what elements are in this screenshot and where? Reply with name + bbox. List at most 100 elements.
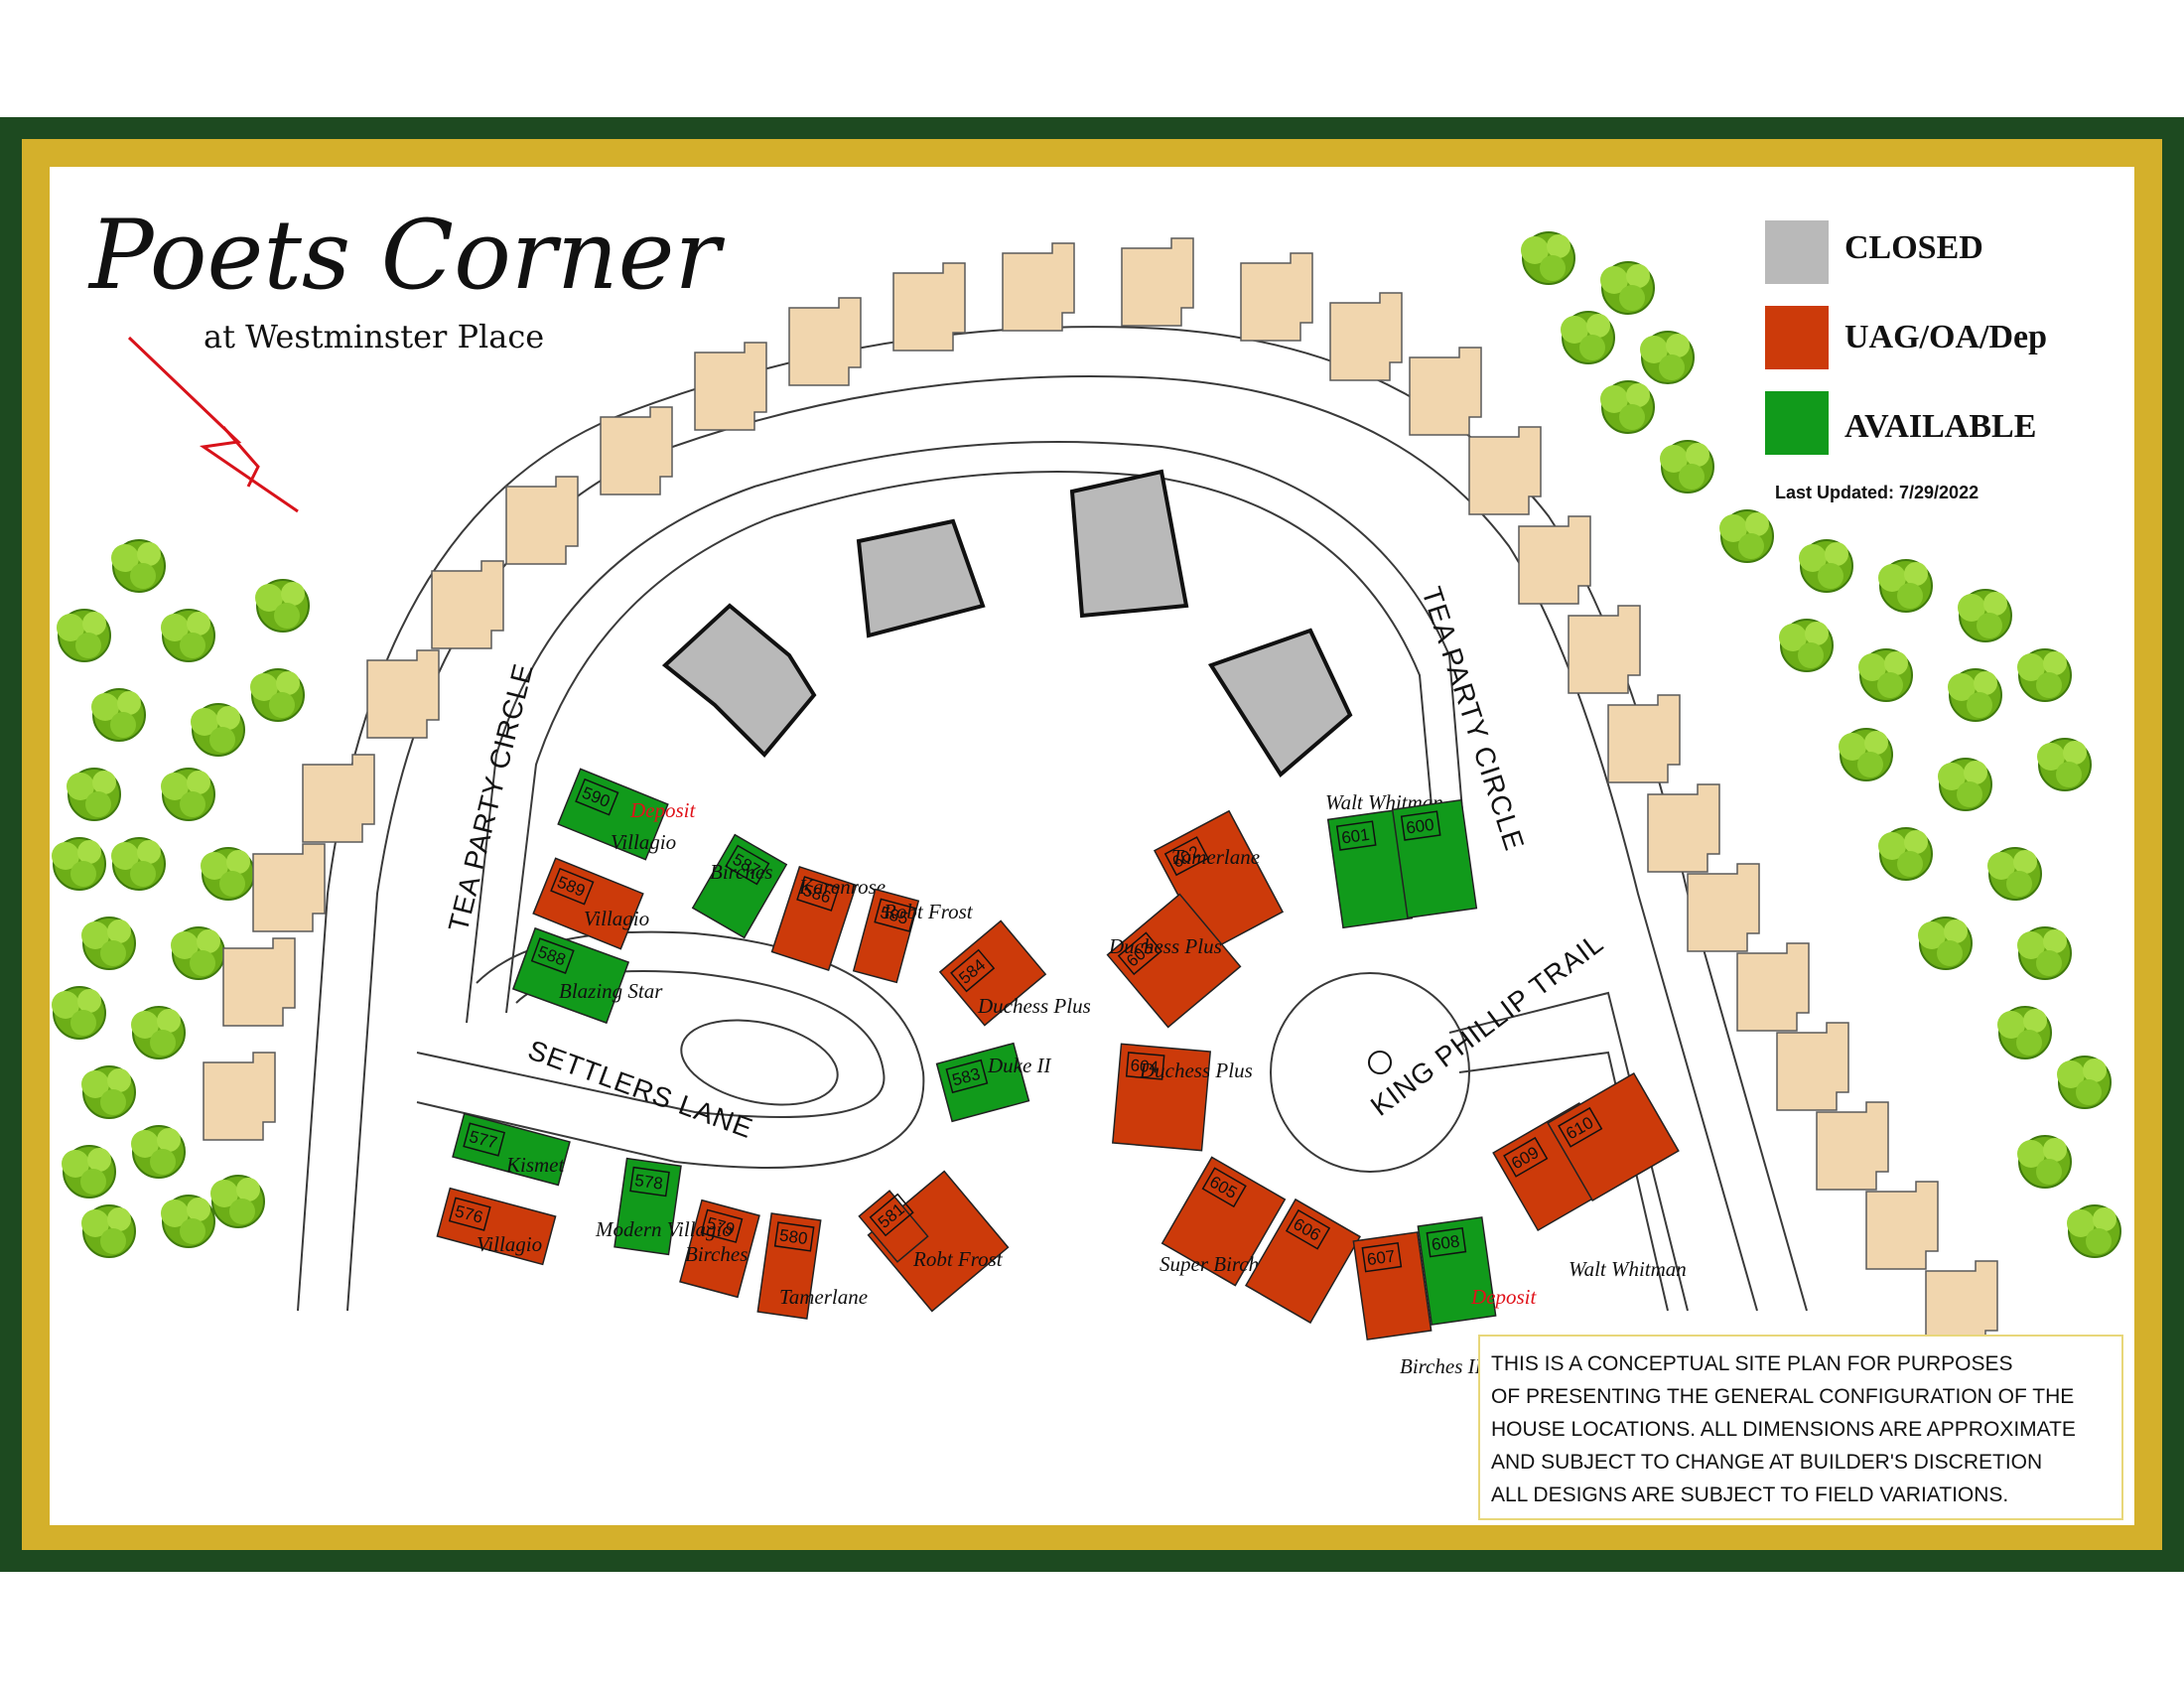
lot-number-box xyxy=(1426,1226,1467,1258)
lot-model-label: Duchess Plus xyxy=(1108,934,1222,958)
lot-number-box xyxy=(463,1122,506,1157)
legend: CLOSED UAG/OA/Dep AVAILABLE Last Updated… xyxy=(1765,220,2047,502)
legend-label-closed: CLOSED xyxy=(1844,229,1983,266)
lot-shape[interactable] xyxy=(1352,1231,1433,1340)
map-canvas xyxy=(50,167,2134,1525)
lot-shape[interactable] xyxy=(532,857,644,950)
lot-number: 578 xyxy=(633,1171,664,1194)
lot-shape[interactable] xyxy=(511,926,630,1025)
lot-number-box xyxy=(530,937,575,974)
lot-602[interactable]: 602 xyxy=(1153,809,1285,953)
lot-600[interactable]: 600 xyxy=(1391,798,1478,919)
lot-shape[interactable] xyxy=(858,1190,929,1263)
lot-model-label: Kismet xyxy=(505,1153,566,1177)
lot-shape[interactable] xyxy=(1160,1156,1287,1287)
lot-578[interactable]: 578 xyxy=(614,1157,682,1256)
lot-shape[interactable] xyxy=(1106,893,1242,1029)
lot-608[interactable]: 608 xyxy=(1417,1216,1497,1326)
lot-586[interactable]: 586 xyxy=(770,865,858,972)
lot-584[interactable]: 584 xyxy=(938,919,1047,1027)
closed-homes xyxy=(661,469,1353,778)
lot-number-box xyxy=(448,1197,491,1231)
lot-number-box xyxy=(1558,1106,1603,1148)
lot-shape[interactable] xyxy=(1547,1072,1680,1201)
lot-model-label: Karenrose xyxy=(798,875,886,899)
lot-number: 580 xyxy=(778,1225,809,1248)
lot-number-box xyxy=(796,876,840,912)
lot-shape[interactable] xyxy=(852,888,920,984)
deposit-label-590: Deposit xyxy=(629,798,696,822)
lot-shape[interactable] xyxy=(436,1187,557,1266)
cul-de-sac-marker xyxy=(1368,1051,1392,1074)
lot-shape[interactable] xyxy=(557,768,669,861)
north-arrow-icon xyxy=(127,336,299,513)
lot-number-box xyxy=(945,1058,989,1094)
lot-number-box xyxy=(725,844,770,886)
lot-607[interactable]: 607 xyxy=(1352,1231,1433,1340)
lot-580[interactable]: 580 xyxy=(756,1212,822,1320)
lot-model-label: Duchess Plus xyxy=(1139,1058,1253,1082)
lot-606[interactable]: 606 xyxy=(1244,1198,1362,1325)
lot-604[interactable]: 604 xyxy=(1112,1043,1211,1152)
lot-577[interactable]: 577 xyxy=(452,1112,571,1187)
disclaimer-line-3: HOUSE LOCATIONS. ALL DIMENSIONS ARE APPR… xyxy=(1491,1418,2076,1441)
disclaimer-line-1: THIS IS A CONCEPTUAL SITE PLAN FOR PURPO… xyxy=(1491,1352,2013,1375)
legend-swatch-closed xyxy=(1765,220,1829,284)
lot-number-box xyxy=(700,1208,744,1243)
lot-model-label: Birches II xyxy=(1400,1354,1483,1378)
lot-number-box xyxy=(1163,836,1209,877)
lot-model-label: Tamerlane xyxy=(1171,845,1260,869)
lot-shape[interactable] xyxy=(1244,1198,1362,1325)
lot-610[interactable]: 610 xyxy=(1547,1072,1680,1201)
lot-number-box xyxy=(629,1166,670,1198)
legend-label-uag: UAG/OA/Dep xyxy=(1844,319,2047,355)
lot-590[interactable]: 590 xyxy=(557,768,669,861)
lot-model-label: Villagio xyxy=(584,907,649,930)
lot-579[interactable]: 579 xyxy=(679,1199,760,1299)
lot-576[interactable]: 576 xyxy=(436,1187,557,1266)
lot-585[interactable]: 585 xyxy=(852,888,920,984)
disclaimer-line-5: ALL DESIGNS ARE SUBJECT TO FIELD VARIATI… xyxy=(1491,1483,2008,1506)
lot-model-label: Duchess Plus xyxy=(977,994,1091,1018)
lot-605[interactable]: 605 xyxy=(1160,1156,1287,1287)
lot-model-label: Robt Frost xyxy=(883,900,974,923)
legend-swatch-uag xyxy=(1765,306,1829,369)
lot-shape[interactable] xyxy=(935,1042,1030,1123)
last-updated: Last Updated: 7/29/2022 xyxy=(1775,483,1979,502)
lot-model-label: Birches xyxy=(685,1242,748,1266)
lot-number-box xyxy=(1503,1136,1549,1178)
lot-model-label: Duke II xyxy=(987,1054,1052,1077)
lot-shape[interactable] xyxy=(756,1212,822,1320)
lot-shape[interactable] xyxy=(1391,798,1478,919)
lot-shape[interactable] xyxy=(770,865,858,972)
lot-model-label: Modern Villagio xyxy=(595,1217,733,1241)
lot-number: 607 xyxy=(1366,1246,1397,1269)
lot-number-box xyxy=(1400,810,1441,841)
lot-number: 608 xyxy=(1431,1231,1461,1254)
lot-number-box xyxy=(1201,1167,1247,1208)
lot-number: 600 xyxy=(1405,815,1435,838)
lot-shape[interactable] xyxy=(679,1199,760,1299)
lot-shape[interactable] xyxy=(452,1112,571,1187)
lot-model-label: Birches xyxy=(710,860,772,884)
lot-model-label: Walt Whitman xyxy=(1569,1257,1687,1281)
lot-587[interactable]: 587 xyxy=(691,833,788,939)
lot-shape[interactable] xyxy=(938,919,1047,1027)
disclaimer-line-4: AND SUBJECT TO CHANGE AT BUILDER'S DISCR… xyxy=(1491,1451,2042,1474)
lot-model-label: Villagio xyxy=(477,1232,542,1256)
legend-label-available: AVAILABLE xyxy=(1844,408,2036,445)
lot-number-box xyxy=(1117,931,1162,976)
page-title: Poets Corner xyxy=(87,200,725,311)
disclaimer-line-2: OF PRESENTING THE GENERAL CONFIGURATION … xyxy=(1491,1385,2074,1408)
lot-number-box xyxy=(874,898,917,932)
lot-588[interactable]: 588 xyxy=(511,926,630,1025)
lot-shape[interactable] xyxy=(1112,1043,1211,1152)
lot-number-box xyxy=(869,1193,914,1237)
lot-589[interactable]: 589 xyxy=(532,857,644,950)
lot-603[interactable]: 603 xyxy=(1106,893,1242,1029)
lot-583[interactable]: 583 xyxy=(935,1042,1030,1123)
lot-shape[interactable] xyxy=(1417,1216,1497,1326)
